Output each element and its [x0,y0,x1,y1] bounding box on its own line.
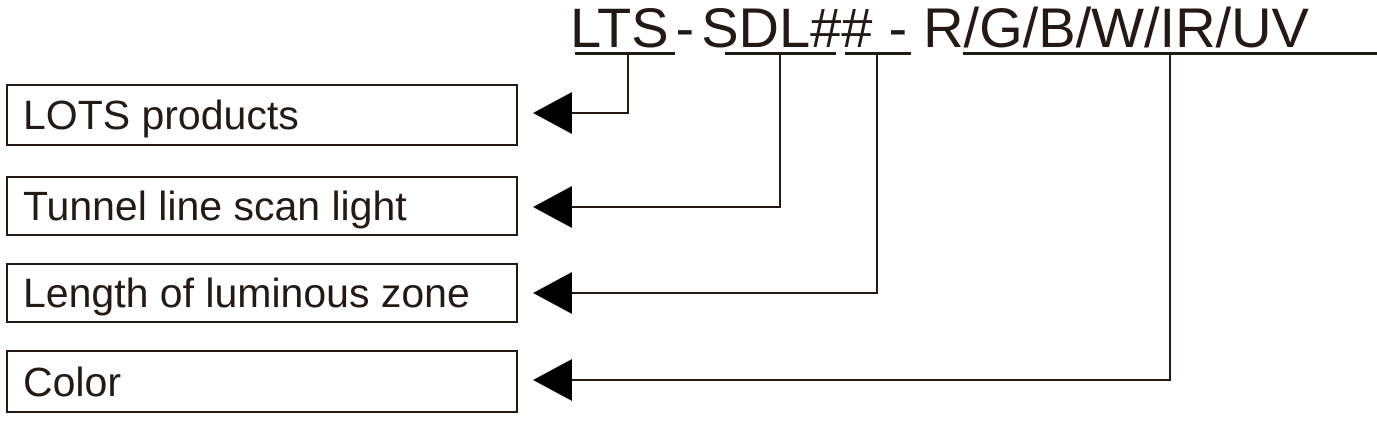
arrow-head-model [533,186,572,228]
connector-length-horizontal [570,292,878,294]
pn-segment-length: ## [810,0,873,59]
part-number-string: LTS-SDL##-R/G/B/W/IR/UV [570,0,1309,56]
connector-length-vertical [876,54,878,293]
arrow-head-color [533,359,572,401]
callout-label-series: LOTS products [23,92,299,138]
underline-model [725,52,836,55]
callout-box-color: Color [6,350,518,413]
arrow-head-length [533,272,572,314]
callout-box-model: Tunnel line scan light [6,176,518,236]
connector-model-horizontal [570,206,781,208]
pn-separator-1: - [675,0,695,59]
pn-separator-2: - [888,0,908,59]
connector-model-vertical [779,54,781,207]
underline-length [845,52,911,55]
connector-series-vertical [627,54,629,113]
callout-label-color: Color [23,358,121,405]
pn-segment-model: SDL [701,0,811,59]
pn-segment-color: R/G/B/W/IR/UV [923,0,1309,59]
callout-label-model: Tunnel line scan light [23,183,407,229]
underline-color [963,52,1377,55]
callout-label-length: Length of luminous zone [23,270,470,316]
connector-color-horizontal [570,379,1171,381]
pn-segment-series: LTS [570,0,669,59]
arrow-head-series [533,92,572,134]
callout-box-series: LOTS products [6,84,518,146]
underline-series [575,52,675,55]
callout-box-length: Length of luminous zone [6,263,518,323]
connector-color-vertical [1169,54,1171,380]
connector-series-horizontal [570,112,629,114]
